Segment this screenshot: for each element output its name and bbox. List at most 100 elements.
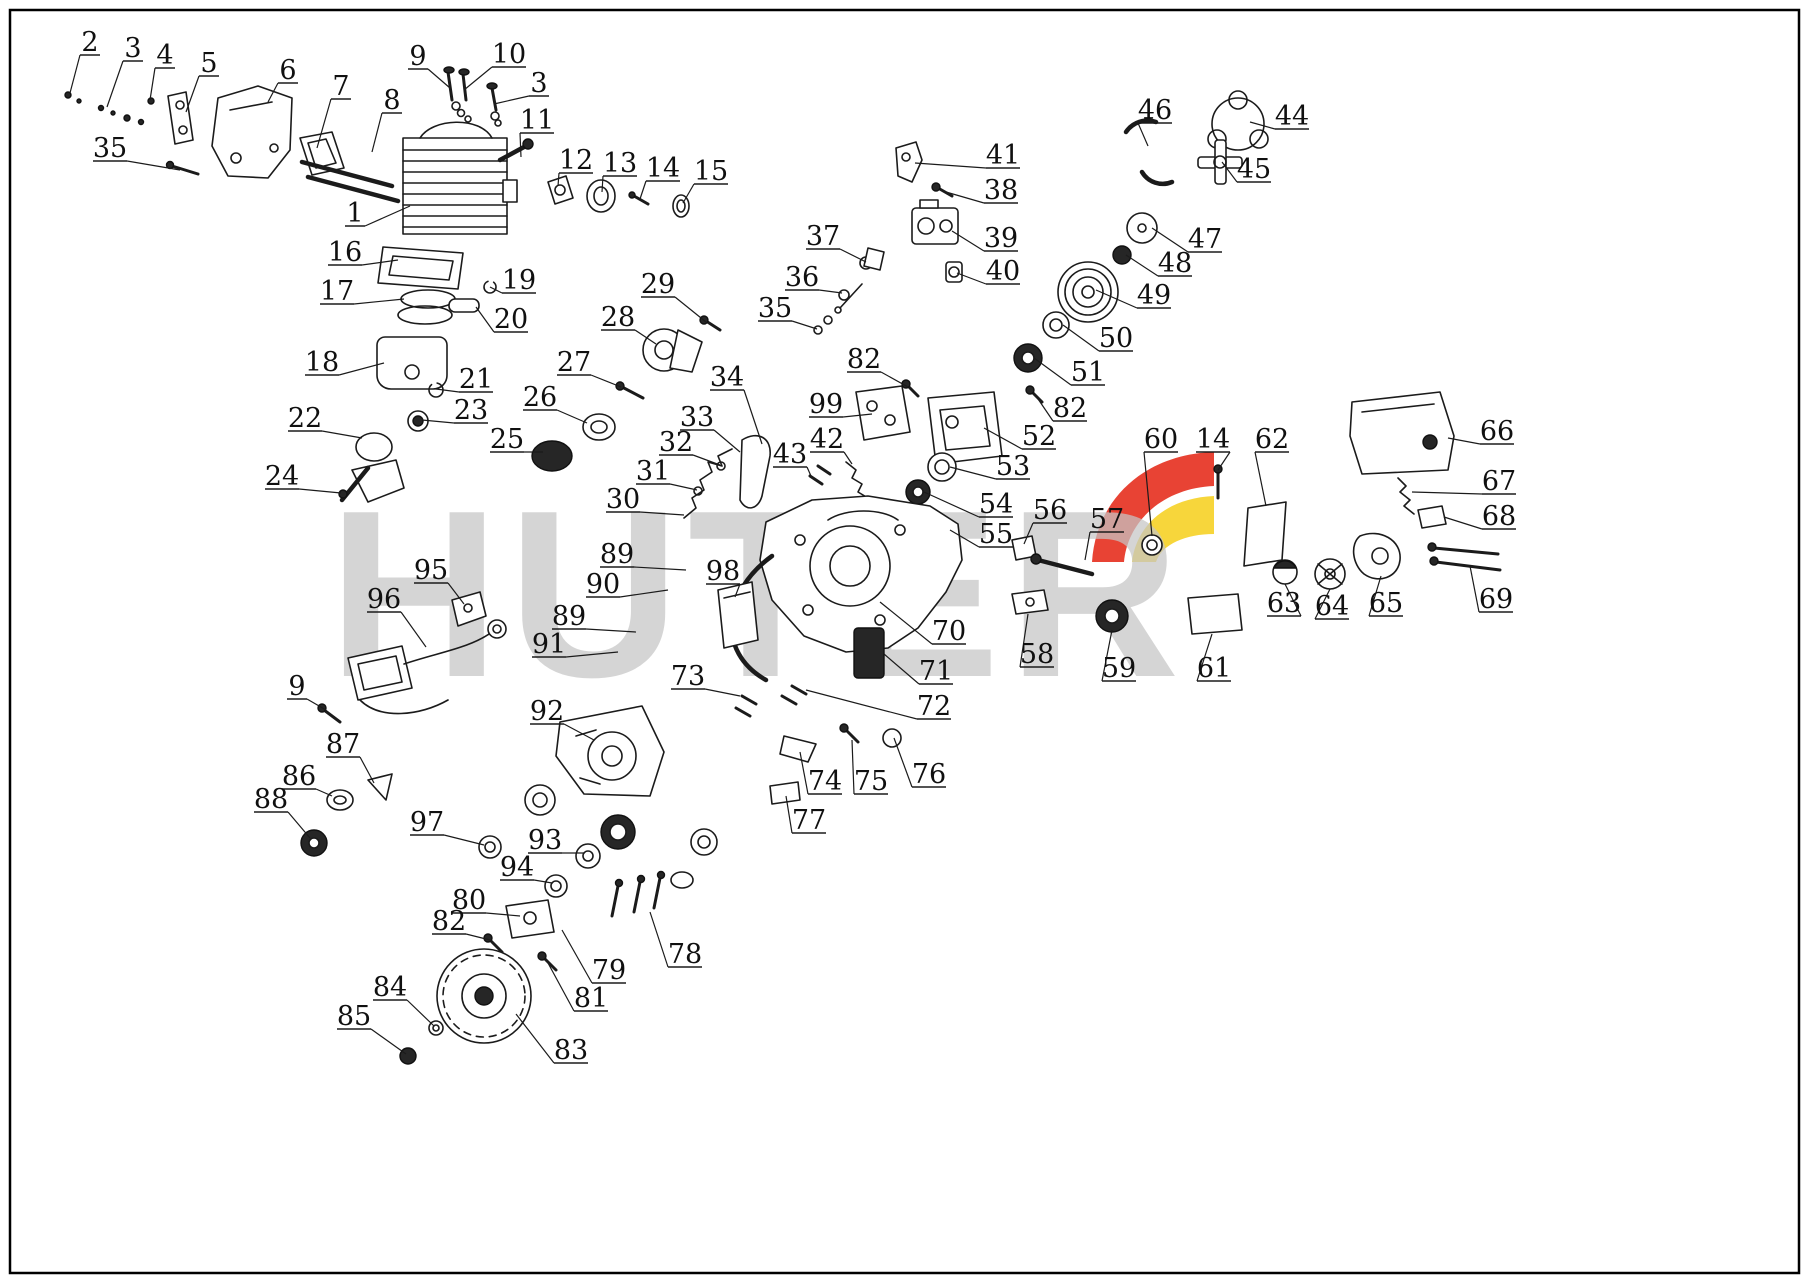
leader-line [923, 491, 980, 518]
leader-line [489, 286, 503, 294]
part-callout-4: 4 [156, 40, 173, 71]
leader-line [1019, 613, 1029, 668]
leader-line [1217, 451, 1231, 471]
leader-line [956, 272, 987, 285]
leader-line [839, 248, 867, 263]
leader-line [743, 389, 763, 445]
part-callout-82: 82 [847, 344, 881, 375]
part-callout-14: 14 [646, 153, 680, 184]
part-callout-49: 49 [1137, 280, 1171, 311]
bearing-seal-row-group [478, 723, 902, 898]
leader-line [692, 454, 721, 466]
leader-line [949, 529, 980, 548]
part-callout-6: 6 [279, 55, 296, 86]
leader-line [435, 388, 460, 393]
part-callout-67: 67 [1482, 466, 1516, 497]
flywheel-group [399, 870, 666, 1065]
part-callout-2: 2 [81, 27, 98, 58]
leader-line [1125, 254, 1159, 277]
leader-line [443, 834, 485, 846]
border-frame [8, 8, 1801, 1275]
leader-line [1249, 121, 1276, 130]
part-callout-44: 44 [1275, 101, 1309, 132]
part-callout-19: 19 [502, 265, 536, 296]
throttle-carb-group [813, 141, 963, 335]
part-callout-75: 75 [854, 766, 888, 797]
leader-line [601, 175, 604, 193]
part-callout-59: 59 [1102, 653, 1136, 684]
part-callout-40: 40 [986, 256, 1020, 287]
part-callout-52: 52 [1022, 421, 1056, 452]
leader-line [427, 68, 451, 89]
leader-line [338, 362, 385, 376]
leader-line [1469, 565, 1480, 613]
part-callout-78: 78 [668, 939, 702, 970]
leader-line [842, 413, 873, 418]
leader-line [1196, 633, 1213, 682]
part-callout-18: 18 [305, 347, 339, 378]
leader-line [883, 653, 920, 685]
leader-line [805, 689, 918, 720]
part-callout-27: 27 [557, 347, 591, 378]
leader-line [493, 95, 530, 105]
part-callout-80: 80 [452, 885, 486, 916]
leader-line [669, 483, 698, 491]
part-callout-14: 14 [1196, 424, 1230, 455]
leader-line [633, 566, 687, 571]
part-callout-71: 71 [919, 656, 953, 687]
part-callout-98: 98 [706, 556, 740, 587]
leader-line [879, 601, 933, 645]
leader-line [556, 409, 588, 424]
leader-line [515, 1013, 555, 1064]
part-callout-17: 17 [320, 276, 354, 307]
leader-line [1411, 491, 1483, 495]
part-callout-64: 64 [1315, 591, 1349, 622]
part-callout-45: 45 [1237, 154, 1271, 185]
part-callout-91: 91 [532, 629, 566, 660]
part-callout-1: 1 [346, 198, 363, 229]
part-callout-8: 8 [383, 85, 400, 116]
part-callout-3: 3 [124, 33, 141, 64]
leader-line [1447, 437, 1481, 445]
part-callout-37: 37 [806, 221, 840, 252]
leader-line [447, 582, 465, 605]
leader-line [370, 1028, 407, 1055]
part-callout-48: 48 [1158, 248, 1192, 279]
part-callout-57: 57 [1090, 504, 1124, 535]
part-callout-85: 85 [337, 1001, 371, 1032]
leader-line [951, 230, 985, 252]
part-callout-28: 28 [601, 302, 635, 333]
leader-line [298, 488, 342, 494]
leader-line [465, 933, 491, 941]
part-callout-10: 10 [492, 39, 526, 70]
clutch-cover-group [300, 705, 665, 857]
part-callout-34: 34 [710, 362, 744, 393]
part-callout-82: 82 [1053, 393, 1087, 424]
leader-line [371, 112, 383, 153]
part-callout-39: 39 [984, 223, 1018, 254]
part-callout-60: 60 [1144, 424, 1178, 455]
part-callout-46: 46 [1138, 95, 1172, 126]
part-callout-50: 50 [1099, 323, 1133, 354]
part-callout-23: 23 [454, 395, 488, 426]
part-callout-86: 86 [282, 761, 316, 792]
part-callout-35: 35 [758, 293, 792, 324]
leader-line [1033, 392, 1054, 422]
leader-line [561, 929, 593, 984]
part-callout-99: 99 [809, 389, 843, 420]
part-callout-7: 7 [332, 71, 349, 102]
clutch-group [1013, 90, 1269, 404]
part-callout-5: 5 [200, 48, 217, 79]
handle-tank-group [1272, 391, 1502, 590]
logo-swoosh-red [1092, 452, 1214, 562]
leader-line [843, 451, 853, 465]
leader-line [463, 66, 493, 91]
part-callout-3: 3 [530, 68, 547, 99]
leader-line [634, 329, 657, 345]
part-callout-21: 21 [459, 364, 493, 395]
part-callout-9: 9 [409, 41, 426, 72]
leader-line [713, 429, 741, 453]
leader-line [565, 651, 619, 658]
part-callout-73: 73 [671, 661, 705, 692]
